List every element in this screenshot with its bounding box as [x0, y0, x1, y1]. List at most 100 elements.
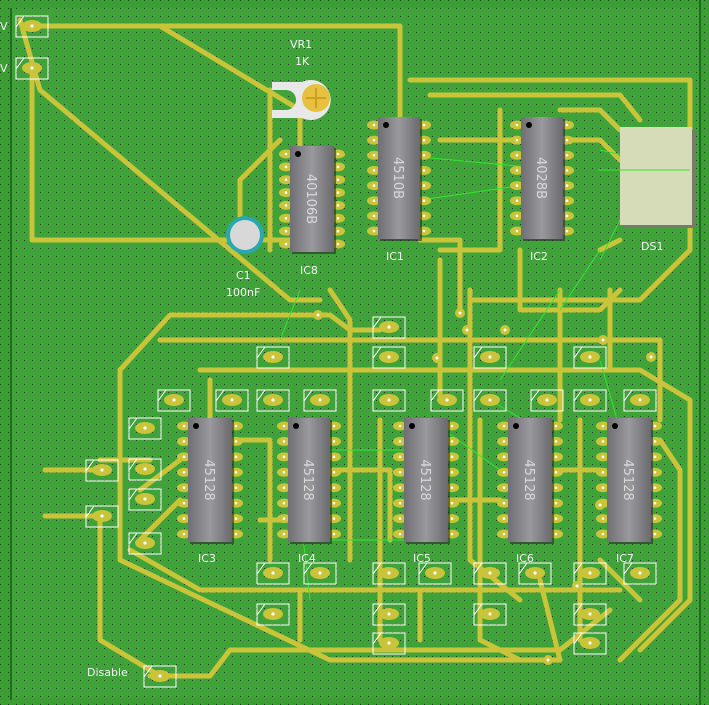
connector-pad[interactable]: [256, 603, 290, 626]
connector-pad[interactable]: [128, 532, 162, 555]
ic4-package[interactable]: 45128: [277, 418, 341, 544]
pad-orientation-mark: [128, 488, 138, 501]
pin-hole: [282, 532, 286, 536]
ic2-package[interactable]: 4028B: [510, 117, 574, 241]
pin-hole: [653, 440, 657, 443]
pin-hole: [653, 455, 657, 459]
pin-hole: [515, 153, 519, 157]
connector-pad[interactable]: [623, 562, 657, 585]
pad-hole: [588, 612, 592, 616]
pad-orientation-mark: [573, 346, 583, 359]
connector-pad[interactable]: [372, 316, 406, 339]
pin-hole: [502, 470, 506, 474]
connector-pad[interactable]: [418, 562, 452, 585]
connector-pad[interactable]: [256, 562, 290, 585]
pad-orientation-mark: [623, 562, 633, 575]
pin-hole: [182, 424, 186, 428]
pin-hole: [332, 501, 336, 505]
pin-hole: [372, 199, 376, 203]
pad-hole: [545, 398, 549, 402]
pad-hole: [387, 641, 391, 645]
connector-pad[interactable]: [215, 389, 249, 412]
connector-pad[interactable]: [128, 488, 162, 511]
connector-pad[interactable]: [573, 346, 607, 369]
pin-hole: [282, 470, 286, 474]
pin-hole: [398, 501, 402, 505]
pin-hole: [554, 532, 558, 536]
connector-pad[interactable]: [303, 389, 337, 412]
connector-pad[interactable]: [15, 57, 49, 80]
ic1-package[interactable]: 4510B: [367, 117, 431, 241]
pad-hole: [387, 398, 391, 402]
pin-hole: [336, 178, 340, 182]
pad-orientation-mark: [372, 603, 382, 616]
ic8-package[interactable]: 40106B: [279, 146, 345, 254]
connector-pad[interactable]: [303, 562, 337, 585]
ic6-package[interactable]: 45128: [497, 418, 563, 544]
parts-layer: 40106B 4510B 4028B 45128 45128 45128 45128 4512…: [15, 15, 696, 688]
connector-pad[interactable]: [573, 389, 607, 412]
connector-pad[interactable]: [573, 632, 607, 655]
pin-hole: [450, 470, 454, 474]
ic5-package[interactable]: 45128: [393, 418, 459, 544]
connector-pad[interactable]: [573, 562, 607, 585]
connector-pad[interactable]: [128, 458, 162, 481]
pin-hole: [422, 138, 426, 142]
connector-pad[interactable]: [518, 562, 552, 585]
pad-orientation-mark: [530, 389, 540, 402]
pad-orientation-mark: [157, 389, 167, 402]
connector-pad[interactable]: [473, 603, 507, 626]
pad-orientation-mark: [15, 57, 25, 70]
connector-pad[interactable]: [128, 417, 162, 440]
pin-hole: [182, 455, 186, 459]
connector-pad[interactable]: [473, 562, 507, 585]
chip-body: [508, 418, 552, 542]
connector-pad[interactable]: [372, 346, 406, 369]
pad-orientation-mark: [573, 389, 583, 402]
connector-pad[interactable]: [573, 603, 607, 626]
connector-pad[interactable]: [372, 603, 406, 626]
connector-pad[interactable]: [372, 562, 406, 585]
connector-pad[interactable]: [256, 346, 290, 369]
connector-pad[interactable]: [85, 459, 119, 482]
pin-hole: [234, 455, 238, 459]
connector-pad[interactable]: [623, 389, 657, 412]
pad-hole: [488, 398, 492, 402]
connector-pad[interactable]: [157, 389, 191, 412]
copper-trace: [29, 23, 403, 121]
pin-hole: [450, 440, 454, 443]
copper-trace: [327, 467, 393, 543]
pin-hole: [515, 184, 519, 187]
connector-pad[interactable]: [15, 15, 49, 38]
connector-pad[interactable]: [430, 389, 464, 412]
connector-pad[interactable]: [530, 389, 564, 412]
disable-connector-pad[interactable]: [143, 665, 177, 688]
chip-body: [404, 418, 448, 542]
connector-pad[interactable]: [372, 632, 406, 655]
pin1-marker: [193, 423, 199, 429]
pin-hole: [565, 153, 569, 157]
pin-hole: [182, 532, 186, 536]
via-hole: [503, 328, 507, 332]
c1-capacitor[interactable]: [226, 216, 264, 254]
connector-pad[interactable]: [473, 346, 507, 369]
pin-hole: [332, 440, 336, 443]
pad-hole: [271, 398, 275, 402]
ic3-package[interactable]: 45128: [177, 418, 243, 544]
pin-hole: [601, 440, 605, 443]
ic3-designator: IC3: [198, 552, 216, 565]
copper-trace: [417, 237, 463, 313]
ds1-display[interactable]: [598, 127, 696, 228]
connector-pad[interactable]: [473, 389, 507, 412]
disable-label: Disable: [87, 666, 128, 679]
pin-hole: [282, 440, 286, 443]
pin-hole: [554, 517, 558, 520]
connector-pad[interactable]: [256, 389, 290, 412]
connector-pad[interactable]: [85, 505, 119, 528]
pin-hole: [182, 486, 186, 490]
connector-pad[interactable]: [372, 389, 406, 412]
ic7-package[interactable]: 45128: [596, 418, 662, 544]
vr1-trimmer[interactable]: [272, 80, 331, 120]
